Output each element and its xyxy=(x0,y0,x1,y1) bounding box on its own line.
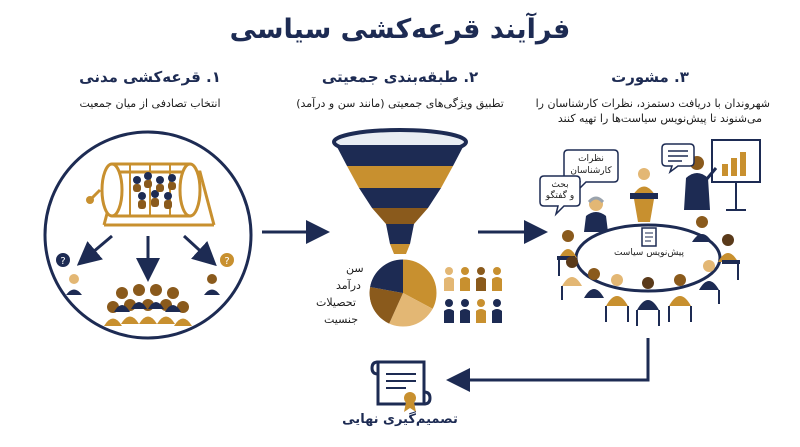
person-figure-head xyxy=(461,299,469,307)
person-figure-body xyxy=(460,309,470,323)
step3-desc-line1: شهروندان با دریافت دستمزد، نظرات کارشناس… xyxy=(535,97,770,110)
speech-bubble-blank-icon xyxy=(661,143,695,175)
person-figure-head xyxy=(461,267,469,275)
demographic-pie-chart xyxy=(368,258,438,328)
step2-title: ۲. طبقه‌بندی جمعیتی xyxy=(321,68,479,86)
demographic-label-education: تحصیلات xyxy=(316,296,356,309)
bubble-debate-line2: و گفتگو xyxy=(545,191,575,201)
person-figure-head xyxy=(445,299,453,307)
step3-title: ۳. مشورت xyxy=(611,68,689,86)
bubble-expert-line2: کارشناسان xyxy=(570,166,612,176)
final-decision-scroll-icon xyxy=(370,360,432,412)
demographic-label-gender: جنسیت xyxy=(324,313,359,326)
demographic-label-income: درآمد xyxy=(336,279,361,292)
person-figure-head xyxy=(493,267,501,275)
draft-document-icon xyxy=(641,227,657,247)
demographic-label-age: سن xyxy=(346,262,364,275)
person-figure-body xyxy=(492,309,502,323)
person-figure-body xyxy=(444,309,454,323)
person-figure-body xyxy=(476,309,486,323)
draft-policy-label: پیش‌نویس سیاست xyxy=(613,248,685,258)
presenter-icon xyxy=(684,139,761,211)
seated-participants xyxy=(557,216,740,326)
person-figure-head xyxy=(445,267,453,275)
podium-speaker-icon xyxy=(630,168,658,222)
selected-person-left-icon: ? xyxy=(56,253,82,295)
person-figure-head xyxy=(493,299,501,307)
person-figure-body xyxy=(444,277,454,291)
step1-desc: انتخاب تصادفی از میان جمعیت xyxy=(79,97,221,110)
person-figure-body xyxy=(476,277,486,291)
selection-arrows xyxy=(76,234,217,282)
person-figure-head xyxy=(477,299,485,307)
svg-text:?: ? xyxy=(60,256,65,267)
speech-bubble-debate-icon xyxy=(539,175,581,217)
step2-desc: تطبیق ویژگی‌های جمعیتی (مانند سن و درآمد… xyxy=(296,97,504,110)
page-title: فرآیند قرعه‌کشی سیاسی xyxy=(229,14,571,45)
funnel-icon xyxy=(332,128,468,254)
person-figure-body xyxy=(460,277,470,291)
lottery-drum-icon xyxy=(86,162,216,227)
demographic-people-grid xyxy=(444,267,502,323)
bubble-expert-line1: نظرات xyxy=(578,154,604,164)
arrow-step3-to-final xyxy=(446,338,650,392)
step1-title: ۱. قرعه‌کشی مدنی xyxy=(79,68,221,86)
selected-group-icon xyxy=(104,284,192,326)
expert-icon xyxy=(584,196,608,232)
person-figure-head xyxy=(477,267,485,275)
final-decision-label: تصمیم‌گیری نهایی xyxy=(342,412,458,427)
step3-desc-line2: می‌شنوند تا پیش‌نویس سیاست‌ها را تهیه کن… xyxy=(557,112,763,125)
person-figure-body xyxy=(492,277,502,291)
selected-person-right-icon: ? xyxy=(204,253,234,295)
bubble-debate-line1: بحث xyxy=(551,180,569,190)
svg-text:?: ? xyxy=(224,256,229,267)
